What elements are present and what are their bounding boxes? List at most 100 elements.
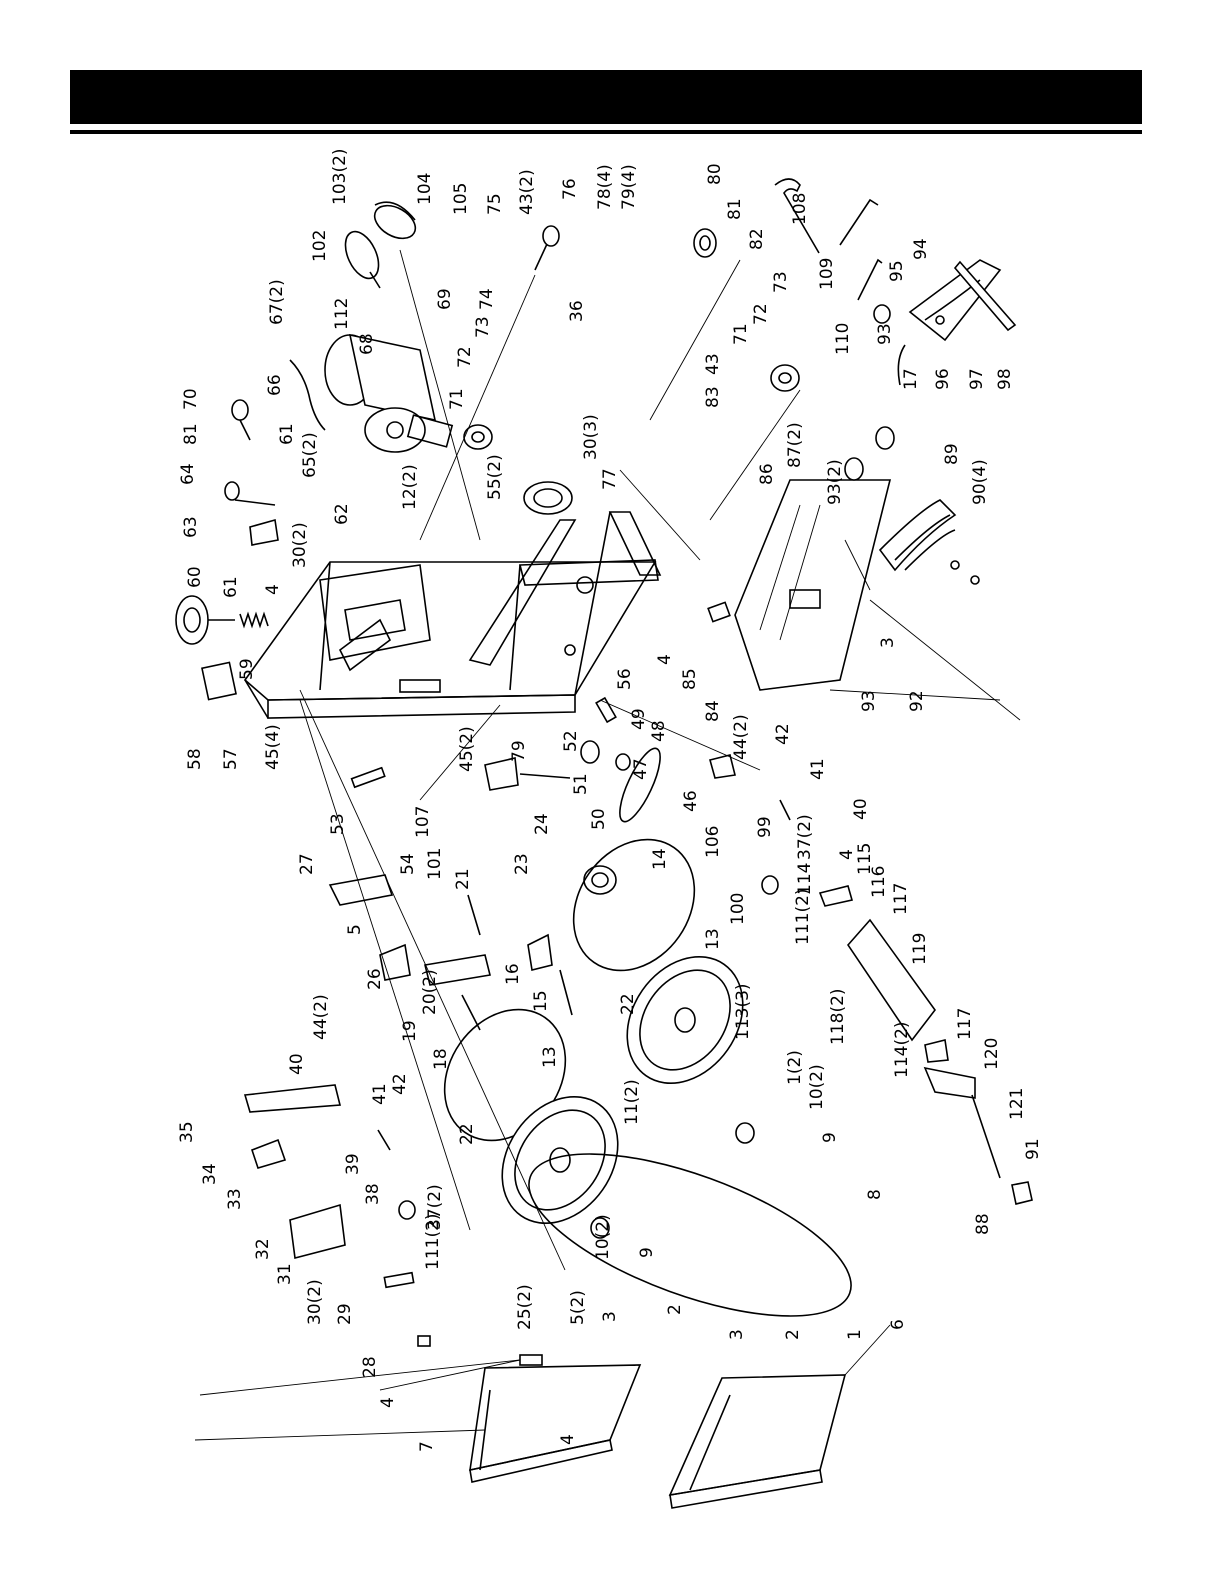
callout-label: 91 [1023, 1138, 1043, 1160]
pulley-71-a [463, 424, 493, 450]
callout-label: 88 [973, 1213, 993, 1235]
door-7 [469, 1354, 642, 1483]
callout-label: 9 [637, 1247, 657, 1258]
callout-label: 121 [1007, 1088, 1027, 1120]
callout-label: 117 [891, 883, 911, 915]
callout-label: 104 [415, 173, 435, 205]
callout-label: 50 [589, 808, 609, 830]
pulley-47 [615, 753, 631, 771]
callout-label: 11(2) [622, 1079, 642, 1125]
callout-label: 4 [558, 1434, 578, 1445]
callout-label: 73 [771, 271, 791, 293]
callout-label: 71 [731, 323, 751, 345]
callout-label: 3 [600, 1311, 620, 1322]
plate-58 [201, 661, 237, 701]
bearing-10-a [735, 1122, 755, 1144]
callout-label: 58 [185, 748, 205, 770]
callout-label: 82 [747, 228, 767, 250]
callout-label: 30(2) [305, 1279, 325, 1325]
callout-label: 6 [888, 1319, 908, 1330]
callout-label: 37(2) [795, 814, 815, 860]
part-16 [527, 933, 553, 971]
callout-label: 100 [728, 893, 748, 925]
callout-label: 34 [200, 1163, 220, 1185]
callout-label: 29 [335, 1303, 355, 1325]
door-1 [668, 1374, 847, 1509]
callout-label: 119 [910, 933, 930, 965]
pin-99 [779, 799, 791, 821]
wheel-22-upper [626, 956, 744, 1084]
callout-label: 72 [751, 303, 771, 325]
rod-64 [224, 481, 276, 506]
hex-key-109 [839, 198, 879, 246]
callout-label: 40 [851, 798, 871, 820]
bolt-15 [559, 969, 573, 1016]
callout-label: 72 [455, 346, 475, 368]
pin-39 [377, 1129, 391, 1151]
callout-label: 107 [413, 806, 433, 838]
callout-label: 94 [911, 238, 931, 260]
part-115 [818, 885, 854, 907]
callout-label: 61 [221, 576, 241, 598]
callout-label: 79(4) [619, 164, 639, 210]
callout-label: 10(2) [807, 1064, 827, 1110]
bearing-10-b [590, 1217, 610, 1239]
callout-label: 52 [561, 730, 581, 752]
callout-label: 42 [773, 723, 793, 745]
knob-70 [231, 399, 251, 441]
callout-label: 15 [531, 990, 551, 1012]
rod-121 [971, 1094, 1001, 1179]
callout-label: 49 [629, 708, 649, 730]
part-117 [924, 1039, 949, 1063]
callout-label: 23 [512, 853, 532, 875]
knob-87 [844, 457, 864, 481]
callout-label: 81 [181, 423, 201, 445]
callout-label: 113(3) [733, 983, 753, 1040]
frame-57 [243, 511, 662, 719]
knob-82 [693, 228, 717, 258]
bracket-53 [350, 766, 386, 789]
callout-label: 22 [457, 1123, 477, 1145]
guide-post-35 [243, 1084, 342, 1113]
callout-label: 27 [297, 853, 317, 875]
callout-label: 106 [703, 826, 723, 858]
callout-label: 63 [181, 516, 201, 538]
callout-label: 93 [875, 323, 895, 345]
callout-label: 53 [328, 813, 348, 835]
callout-label: 66 [265, 374, 285, 396]
block-26 [379, 943, 411, 981]
callout-label: 41 [808, 758, 828, 780]
callout-label: 114 [795, 863, 815, 895]
callout-label: 14 [650, 848, 670, 870]
nut-28 [417, 1335, 431, 1347]
callout-label: 74 [477, 288, 497, 310]
callout-label: 85 [680, 668, 700, 690]
callout-label: 41 [370, 1083, 390, 1105]
callout-label: 19 [400, 1020, 420, 1042]
callout-label: 37(2) [425, 1184, 445, 1230]
knob-60 [175, 595, 235, 645]
header-bar [70, 70, 1142, 124]
callout-label: 105 [451, 183, 471, 215]
callout-label: 117 [955, 1008, 975, 1040]
callout-label: 108 [790, 193, 810, 225]
header-rule [70, 130, 1142, 134]
hex-key-110 [857, 258, 883, 301]
callout-label: 1(2) [785, 1050, 805, 1085]
callout-label: 5(2) [568, 1290, 588, 1325]
callout-label: 81 [725, 198, 745, 220]
callout-label: 54 [398, 853, 418, 875]
capacitor-clamp-104 [373, 201, 417, 240]
callout-label: 65(2) [300, 432, 320, 478]
callout-label: 13 [540, 1046, 560, 1068]
bearing-38 [398, 1200, 416, 1220]
motor-69 [324, 333, 454, 453]
callout-label: 80 [705, 163, 725, 185]
callout-label: 4 [263, 584, 283, 595]
callout-label: 17 [901, 368, 921, 390]
callout-label: 60 [185, 566, 205, 588]
guard-119 [846, 918, 936, 1042]
table-86 [734, 479, 892, 691]
callout-label: 51 [571, 773, 591, 795]
